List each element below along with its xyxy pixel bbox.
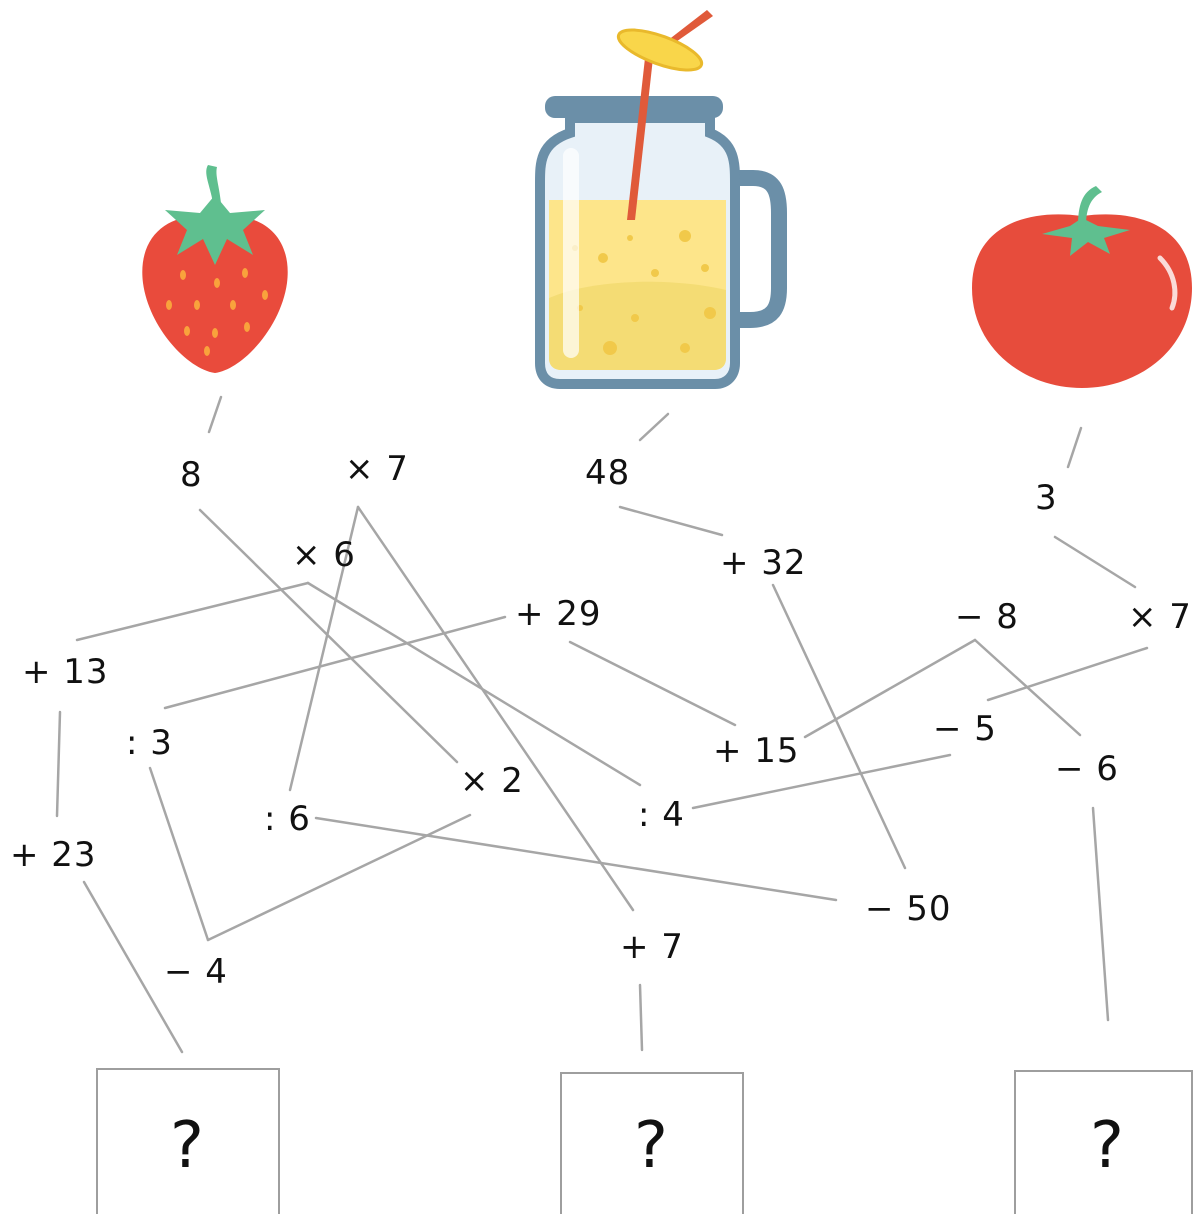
connector-line [568,640,737,727]
operation-minus-5: − 5 [933,709,997,749]
operation-minus-8: − 8 [955,597,1019,637]
tomato-icon [972,186,1192,388]
smoothie-start-number: 48 [585,453,631,493]
smoothie-jar-icon [535,10,787,389]
connector-line [1053,535,1137,589]
operation-plus-32: + 32 [720,543,807,583]
connector-line [638,983,644,1052]
connector-line [638,412,670,442]
connector-line [356,505,635,912]
operation-plus-13: + 13 [22,652,109,692]
connector-line [1066,426,1083,469]
connector-line [803,638,977,739]
operation-times-6: × 6 [292,535,356,575]
connector-line [618,505,724,537]
answer-box-smoothie[interactable]: ? [560,1072,744,1214]
connector-line [207,395,223,434]
operation-minus-6: − 6 [1055,749,1119,789]
operation-minus-50: − 50 [865,889,952,929]
operation-plus-7: + 7 [620,927,684,967]
connector-line [198,508,459,764]
answer-box-strawberry[interactable]: ? [96,1068,280,1214]
connector-line [75,581,310,642]
operation-divide-3: : 3 [126,723,173,763]
connector-line [691,753,952,810]
operation-plus-23: + 23 [10,835,97,875]
connector-line [288,505,360,792]
connector-line [163,615,507,710]
operation-times-2: × 2 [460,761,524,801]
operation-times-7-right: × 7 [1128,597,1192,637]
connector-line [1091,806,1110,1022]
answer-placeholder: ? [634,1109,668,1183]
connector-line [55,710,62,818]
strawberry-start-number: 8 [180,455,203,495]
connector-line [986,646,1149,702]
connector-line [148,766,210,942]
answer-placeholder: ? [1090,1109,1124,1183]
operation-times-7: × 7 [345,449,409,489]
connector-line [306,581,642,787]
operation-divide-4: : 4 [638,795,685,835]
operation-divide-6: : 6 [264,799,311,839]
operation-plus-15: + 15 [713,731,800,771]
connector-line [82,880,184,1054]
connector-line [206,813,472,942]
answer-placeholder: ? [170,1109,204,1183]
strawberry-icon [142,165,288,373]
operation-plus-29: + 29 [515,594,602,634]
tomato-start-number: 3 [1035,478,1058,518]
answer-box-tomato[interactable]: ? [1014,1070,1193,1214]
operation-minus-4: − 4 [164,952,228,992]
connector-line [314,816,838,902]
connector-line [771,583,907,870]
